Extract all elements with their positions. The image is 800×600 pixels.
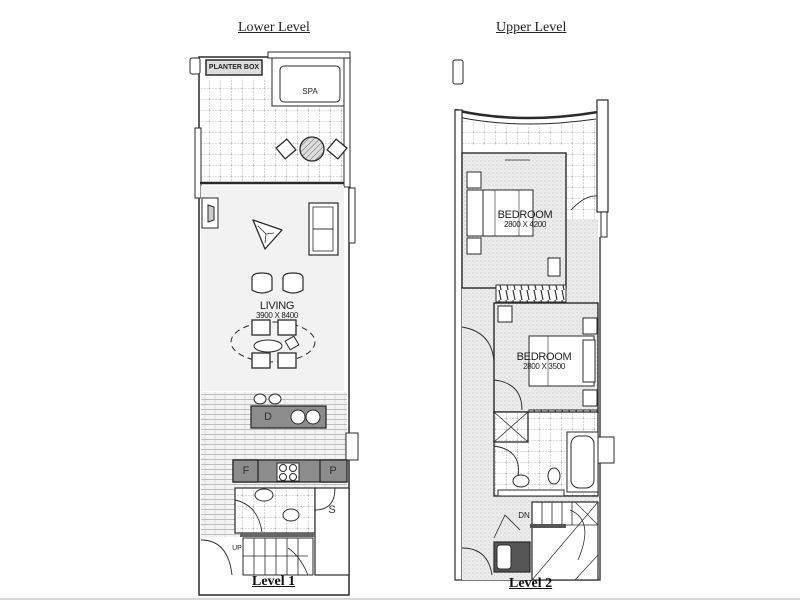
pantry-label: P <box>329 465 337 477</box>
bedroom-2-dimensions: 2800 X 3500 <box>522 362 566 371</box>
level-1-label: Level 1 <box>252 574 296 589</box>
living-room-label: LIVING <box>259 300 295 312</box>
stairs-down-label: DN <box>518 511 530 520</box>
bedroom-1-dimensions: 2800 X 4200 <box>503 220 547 229</box>
spa-label: SPA <box>302 87 318 96</box>
lower-level-heading: Lower Level <box>238 20 310 35</box>
storage-label: S <box>328 504 336 516</box>
upper-level-heading: Upper Level <box>496 20 567 35</box>
dishwasher-label: D <box>264 411 272 423</box>
living-room-dimensions: 3900 X 8400 <box>255 311 299 320</box>
bedroom-1-label: BEDROOM <box>497 209 553 221</box>
planter-box-label: PLANTER BOX <box>208 64 260 71</box>
fridge-label: F <box>242 465 250 477</box>
bedroom-2-label: BEDROOM <box>516 351 572 363</box>
level-2-label: Level 2 <box>509 576 553 591</box>
stairs-up-label: UP <box>232 545 242 552</box>
page-bottom-edge <box>0 598 800 600</box>
lower-level-plan <box>189 51 359 596</box>
upper-level-plan <box>452 59 615 581</box>
